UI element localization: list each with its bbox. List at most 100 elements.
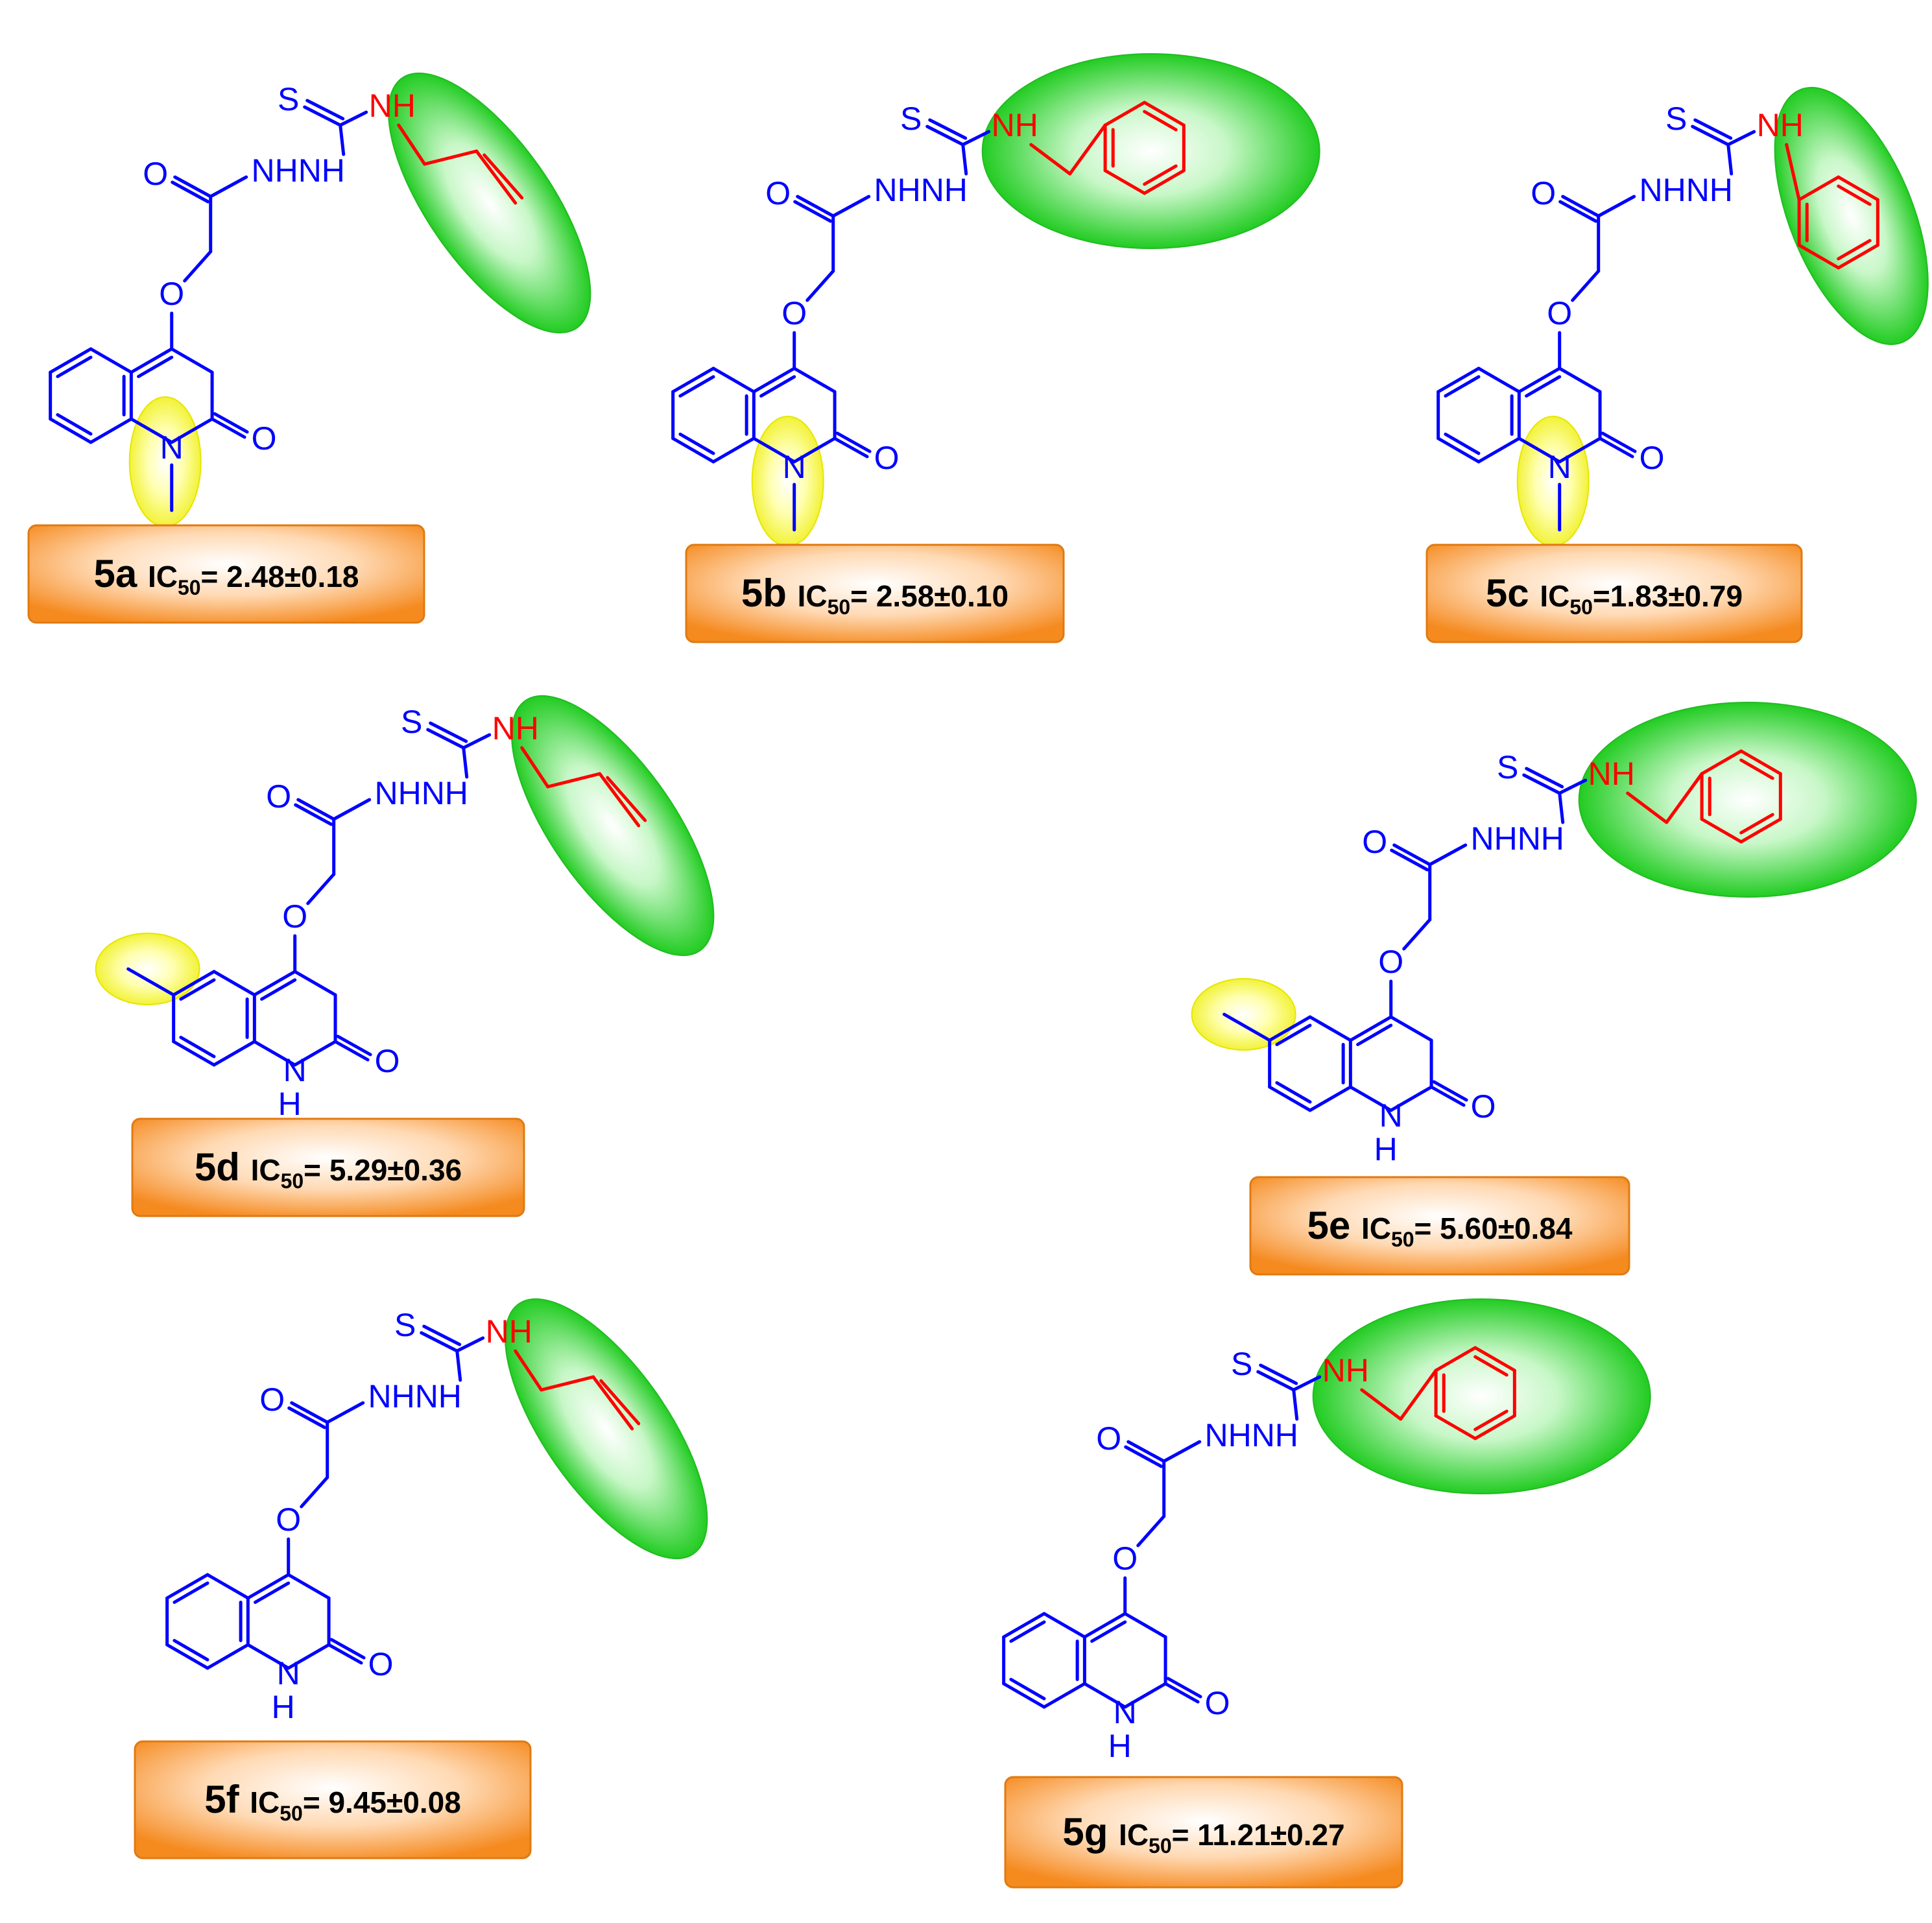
tail-highlight	[388, 72, 591, 334]
sulfur: S	[1665, 101, 1687, 137]
ic50-subscript: 50	[280, 1802, 303, 1825]
ic50-subscript: 50	[1391, 1228, 1414, 1251]
o-ch2-bond	[1136, 1514, 1166, 1547]
hydrazide-label: NHNH	[251, 152, 344, 189]
ether-oxygen: O	[159, 276, 184, 312]
amide-n-bond	[1162, 1440, 1202, 1463]
hydrazide-label: NHNH	[1470, 820, 1564, 857]
carbonyl-oxygen: O	[368, 1646, 394, 1682]
pyridone-ring-bond	[252, 970, 297, 997]
benzo-double-bond	[179, 978, 216, 1001]
pyridone-ring-bond	[1348, 1015, 1393, 1042]
ic50-value: = 11.21±0.27	[1172, 1818, 1345, 1852]
amide-carbonyl-bond	[1127, 1440, 1166, 1463]
benzo-ring-bond	[1308, 1085, 1352, 1112]
nh-cs-bond	[462, 746, 469, 779]
benzo-ring-bond	[172, 970, 216, 997]
benzo-ring-bond	[1268, 1015, 1312, 1042]
tail-nh-label: NH	[369, 88, 416, 124]
ic50-label-5g: 5g IC50= 11.21±0.27	[1062, 1810, 1344, 1857]
tail-highlight	[1774, 87, 1929, 345]
carbonyl-double-bond	[835, 431, 872, 453]
thione-bond	[1691, 125, 1730, 147]
thione-bond	[426, 728, 466, 750]
cs-nh-bond	[1292, 1375, 1322, 1392]
amide-n-bond	[831, 195, 871, 218]
amide-carbonyl-bond	[1561, 195, 1601, 218]
pyridone-ring-bond	[287, 1643, 331, 1670]
pyridone-ring-bond	[129, 347, 174, 374]
amide-n-bond	[209, 175, 248, 198]
ring-nitrogen: N	[783, 449, 806, 485]
phenyl-ring-bond	[1103, 101, 1147, 127]
o-ch2-bond	[805, 269, 835, 302]
nh-cs-bond	[1292, 1388, 1299, 1421]
o-ch2-bond	[1571, 269, 1601, 302]
phenyl-ring-bond	[1434, 1346, 1477, 1372]
phenyl-double-bond	[1143, 110, 1178, 132]
allyl-bond	[598, 772, 641, 828]
pyridone-ring-bond	[293, 1040, 337, 1067]
ic50-subscript: 50	[1149, 1834, 1172, 1857]
o-ch2-bond	[1402, 918, 1432, 951]
hydrazide-label: NHNH	[368, 1378, 461, 1415]
phenyl-ring-bond	[1797, 175, 1841, 202]
phenyl-ring-bond	[1143, 169, 1186, 195]
compound-id: 5b	[741, 571, 798, 615]
benzo-ring-bond	[1042, 1612, 1086, 1639]
carbonyl-bond	[1598, 436, 1634, 459]
compound-id: 5f	[204, 1778, 250, 1821]
ic50-subscript: 50	[1569, 595, 1593, 619]
sulfur: S	[1497, 749, 1518, 785]
benzyl-bond	[1399, 1368, 1438, 1421]
ring-nitrogen: N	[283, 1052, 307, 1088]
ic50-label-box-5e	[1249, 1176, 1630, 1276]
benzo-ring-bond	[206, 1643, 250, 1670]
allyl-bond	[423, 149, 479, 166]
tail-nh-label: NH	[1322, 1352, 1369, 1389]
ic50-label: IC	[798, 579, 828, 613]
ether-oxygen: O	[282, 898, 307, 935]
ic50-subscript: 50	[178, 576, 201, 599]
phenyl-double-bond	[1473, 1409, 1509, 1431]
ic50-label-box-5g	[1004, 1776, 1403, 1889]
o-ch2-bond	[300, 1475, 329, 1509]
compound-id: 5a	[94, 552, 148, 595]
compound-id: 5d	[195, 1145, 251, 1189]
ic50-subscript: 50	[281, 1169, 304, 1193]
carbonyl-bond	[333, 1040, 370, 1062]
ic50-label-box-5a	[27, 524, 425, 624]
benzyl-ch2-bond	[1360, 1388, 1403, 1421]
nh-cs-bond	[339, 123, 346, 156]
ether-oxygen: O	[276, 1501, 301, 1538]
ic50-value: = 2.48±0.18	[201, 560, 359, 593]
pyridone-ring-bond	[246, 1643, 291, 1670]
ether-oxygen: O	[1112, 1540, 1138, 1577]
benzo-ring-bond	[49, 417, 93, 444]
pyridone-ring-bond	[1558, 436, 1602, 464]
amide-oxygen: O	[259, 1381, 285, 1418]
benzyl-bond	[1665, 772, 1704, 824]
benzo-ring-bond	[89, 347, 133, 374]
phenyl-double-bond	[1837, 239, 1872, 261]
thione-bond	[303, 105, 342, 127]
phenyl-link-bond	[1785, 143, 1801, 202]
pyridone-ring-bond	[252, 1040, 297, 1067]
phenyl-ring-bond	[1143, 101, 1186, 127]
ic50-value: = 5.29±0.36	[304, 1153, 462, 1187]
benzyl-ch2-bond	[1626, 791, 1669, 824]
phenyl-double-bond	[1739, 813, 1774, 835]
cs-nh-bond	[455, 1336, 485, 1353]
carbonyl-oxygen: O	[1205, 1685, 1230, 1721]
allyl-bond	[514, 1349, 543, 1392]
carbonyl-bond	[833, 436, 869, 459]
amide-n-bond	[1428, 843, 1468, 866]
nh-cs-bond	[1558, 791, 1565, 824]
ic50-label: IC	[1361, 1212, 1391, 1245]
o-ch2-bond	[306, 872, 336, 905]
benzo-ring-bond	[711, 436, 756, 464]
sulfur: S	[1231, 1346, 1252, 1382]
